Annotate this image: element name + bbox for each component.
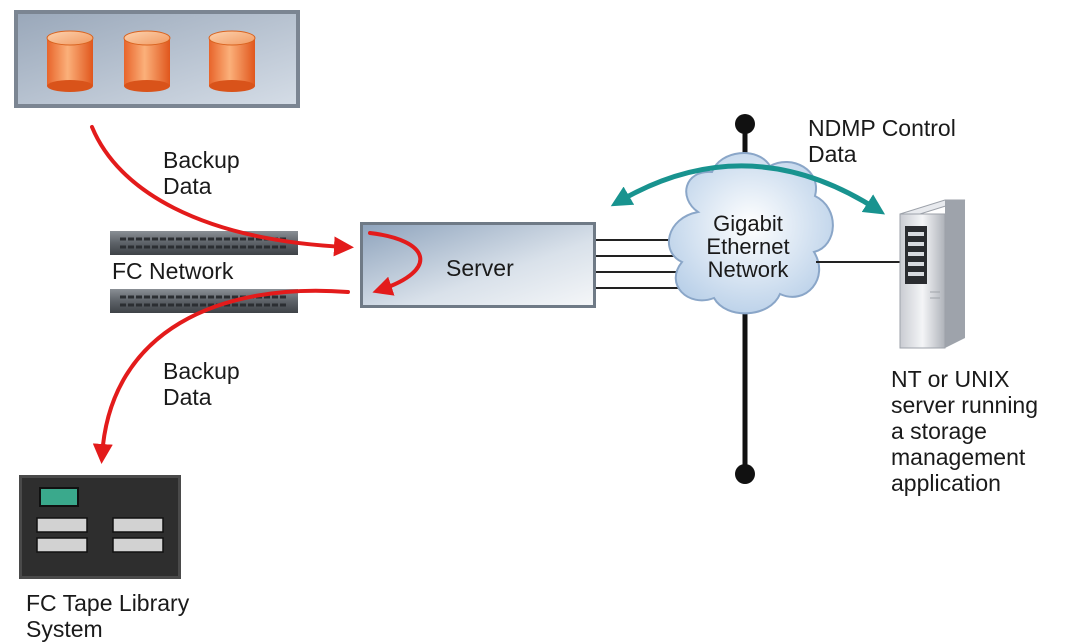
backup-data-flow [90, 125, 423, 464]
cloud-line-1: Gigabit [713, 211, 783, 236]
storage-array-icon [14, 10, 300, 108]
fc-switch-icon [110, 231, 298, 255]
server-label: Server [446, 255, 514, 281]
tape-library-icon [19, 475, 181, 579]
backup-data-line-1: Backup [163, 147, 240, 173]
backup-data-line-2: Data [163, 173, 212, 199]
arrow-server-to-tape [92, 288, 350, 464]
nt-line-4: management [891, 444, 1026, 470]
cloud-line-3: Network [707, 257, 789, 282]
backup-data-label-bottom: Backup Data [163, 358, 240, 410]
backup-data-line-1: Backup [163, 358, 240, 384]
disk-cylinder-icon [123, 30, 171, 92]
backup-data-label-top: Backup Data [163, 147, 240, 199]
nt-line-5: application [891, 470, 1001, 496]
fc-network-label: FC Network [112, 258, 234, 284]
tape-library-label: FC Tape Library System [26, 590, 189, 642]
backup-data-line-2: Data [163, 384, 212, 410]
cloud-line-2: Ethernet [706, 234, 790, 259]
disk-cylinder-icon [208, 30, 256, 92]
nt-unix-server-label: NT or UNIX server running a storage mana… [891, 366, 1038, 496]
gigabit-network-label: Gigabit Ethernet Network [692, 212, 804, 281]
ndmp-control-line-1: NDMP Control [808, 115, 956, 141]
disk-cylinder-icon [46, 30, 94, 92]
server-box-icon [360, 222, 596, 308]
nt-line-2: server running [891, 392, 1039, 418]
ndmp-control-label: NDMP Control Data [808, 115, 956, 167]
nt-line-1: NT or UNIX [891, 366, 1010, 392]
ndmp-control-arrow [610, 163, 886, 215]
arrow-server-loop [368, 231, 423, 296]
nt-line-3: a storage [891, 418, 987, 444]
tower-server-icon [899, 199, 966, 349]
tape-line-1: FC Tape Library [26, 590, 190, 616]
tape-line-2: System [26, 616, 103, 642]
ndmp-control-line-2: Data [808, 141, 857, 167]
arrow-storage-to-server [90, 125, 354, 257]
